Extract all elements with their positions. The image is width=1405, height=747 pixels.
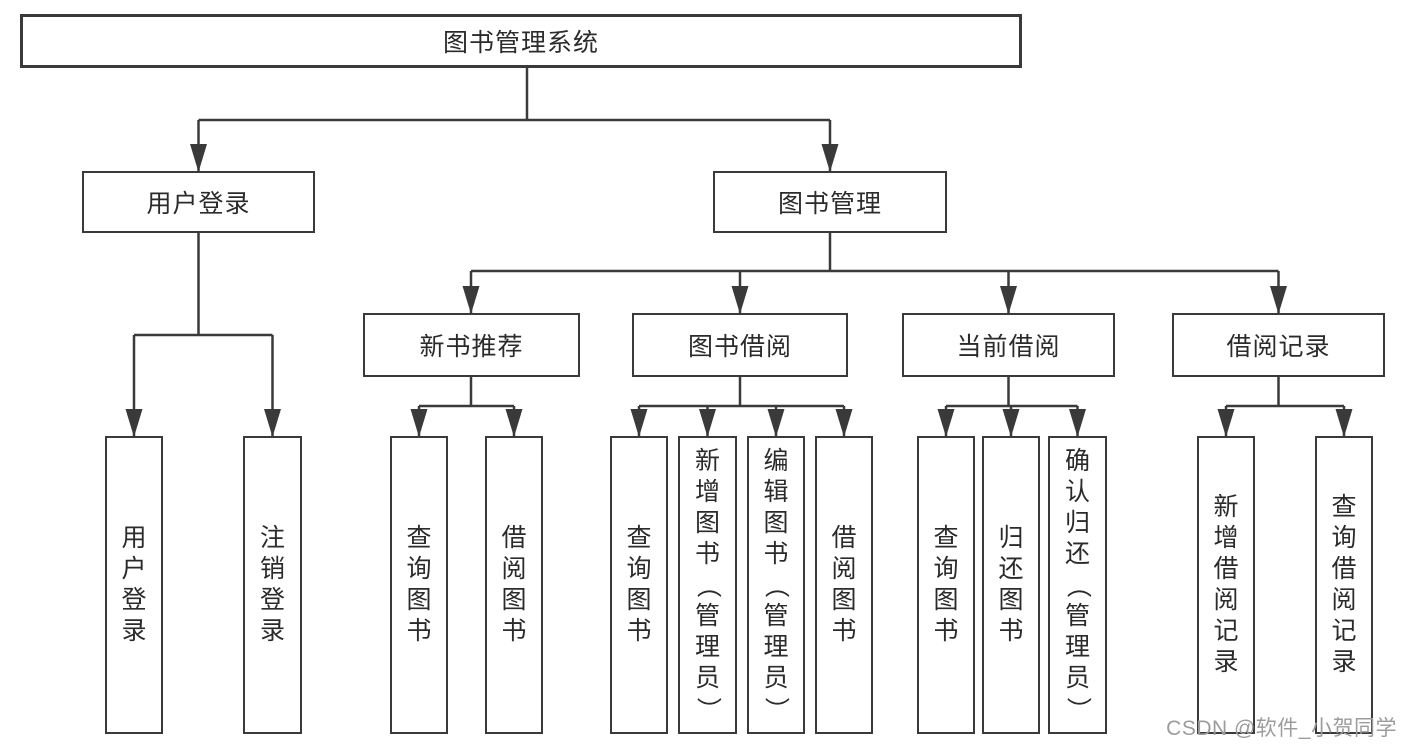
node-leaf-query-books-borrow: 查询图书 bbox=[610, 436, 668, 734]
csdn-watermark: CSDN @软件_小贺同学 bbox=[1166, 717, 1397, 740]
node-leaf-query-borrow-record: 查询借阅记录 bbox=[1315, 436, 1373, 734]
node-leaf-user-login: 用户登录 bbox=[105, 436, 163, 734]
node-leaf-query-books-recommend: 查询图书 bbox=[390, 436, 448, 734]
node-leaf-edit-books-admin: 编辑图书（管理员） bbox=[747, 436, 805, 734]
node-new-book-recommendation: 新书推荐 bbox=[363, 313, 580, 377]
node-leaf-return-books: 归还图书 bbox=[982, 436, 1040, 734]
node-leaf-logout-login: 注销登录 bbox=[243, 436, 302, 734]
node-leaf-borrow-books-recommend: 借阅图书 bbox=[485, 436, 543, 734]
node-current-borrowing: 当前借阅 bbox=[902, 313, 1115, 377]
node-leaf-add-borrow-record: 新增借阅记录 bbox=[1197, 436, 1255, 734]
node-book-management: 图书管理 bbox=[713, 171, 947, 233]
node-user-login: 用户登录 bbox=[82, 171, 315, 233]
node-borrowing-records: 借阅记录 bbox=[1172, 313, 1385, 377]
node-book-management-system: 图书管理系统 bbox=[20, 14, 1022, 68]
node-leaf-query-books-current: 查询图书 bbox=[917, 436, 975, 734]
connector-trunks bbox=[134, 68, 1344, 408]
node-leaf-confirm-return-admin: 确认归还（管理员） bbox=[1048, 436, 1107, 734]
node-book-borrowing: 图书借阅 bbox=[632, 313, 848, 377]
node-leaf-add-books-admin: 新增图书（管理员） bbox=[678, 436, 737, 734]
node-leaf-borrow-books: 借阅图书 bbox=[815, 436, 873, 734]
